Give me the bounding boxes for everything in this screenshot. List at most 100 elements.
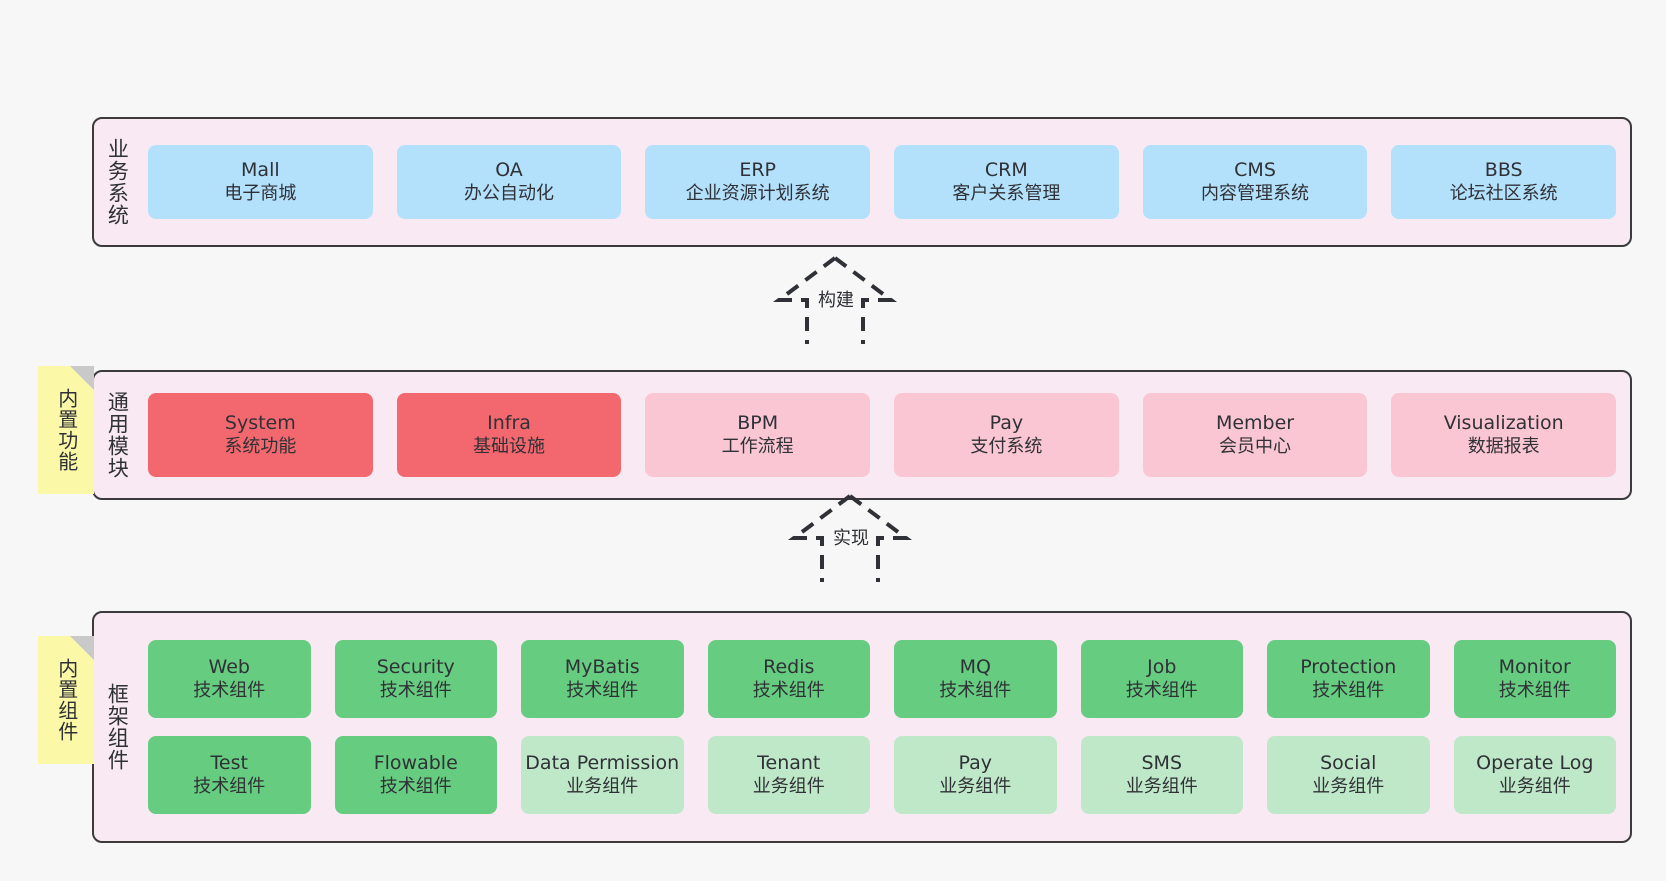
card-title-cn: 业务组件 bbox=[1498, 775, 1571, 797]
card-title-en: Operate Log bbox=[1476, 751, 1594, 774]
note-builtin-features: 内置功能 bbox=[38, 366, 94, 494]
card-social[interactable]: Social 业务组件 bbox=[1267, 736, 1430, 814]
card-pay[interactable]: Pay 支付系统 bbox=[894, 393, 1119, 477]
card-title-en: Mall bbox=[241, 158, 280, 181]
card-title-en: Protection bbox=[1300, 655, 1397, 678]
connector-label-implement: 实现 bbox=[833, 528, 869, 549]
card-protection[interactable]: Protection 技术组件 bbox=[1267, 640, 1430, 718]
card-member[interactable]: Member 会员中心 bbox=[1142, 393, 1368, 477]
card-title-cn: 基础设施 bbox=[473, 435, 545, 457]
card-tenant[interactable]: Tenant 业务组件 bbox=[707, 736, 870, 814]
card-test[interactable]: Test 技术组件 bbox=[148, 736, 311, 814]
card-title-en: Job bbox=[1147, 655, 1177, 678]
card-title-en: BBS bbox=[1484, 158, 1523, 181]
card-title-en: CMS bbox=[1234, 158, 1276, 181]
section-title-business-systems: 业务系统 bbox=[105, 138, 130, 226]
page-fold-icon bbox=[70, 366, 94, 390]
card-flowable[interactable]: Flowable 技术组件 bbox=[334, 736, 497, 814]
card-title-en: BPM bbox=[737, 411, 779, 434]
card-system[interactable]: System 系统功能 bbox=[148, 393, 373, 477]
card-title-cn: 技术组件 bbox=[1125, 679, 1198, 701]
card-title-en: Web bbox=[208, 655, 250, 678]
card-title-cn: 业务组件 bbox=[1125, 775, 1198, 797]
card-title-en: Tenant bbox=[757, 751, 821, 774]
card-title-cn: 客户关系管理 bbox=[952, 182, 1061, 204]
card-title-en: CRM bbox=[984, 158, 1028, 181]
card-title-cn: 业务组件 bbox=[566, 775, 639, 797]
note-label: 内置组件 bbox=[54, 658, 79, 742]
note-builtin-components: 内置组件 bbox=[38, 636, 94, 764]
card-title-cn: 业务组件 bbox=[939, 775, 1012, 797]
card-title-cn: 业务组件 bbox=[1312, 775, 1385, 797]
section-body-business-systems: Mall 电子商城 OA 办公自动化 ERP 企业资源计划系统 CRM 客户关系… bbox=[140, 119, 1630, 245]
page-fold-icon bbox=[70, 636, 94, 660]
note-label: 内置功能 bbox=[54, 388, 79, 472]
card-data-permission[interactable]: Data Permission 业务组件 bbox=[521, 736, 684, 814]
card-title-cn: 技术组件 bbox=[379, 679, 452, 701]
card-sms[interactable]: SMS 业务组件 bbox=[1080, 736, 1243, 814]
card-title-cn: 技术组件 bbox=[566, 679, 639, 701]
card-title-en: Data Permission bbox=[525, 751, 680, 774]
section-common-modules: 通用模块 System 系统功能 Infra 基础设施 BPM 工作流程 Pay… bbox=[92, 370, 1632, 500]
card-web[interactable]: Web 技术组件 bbox=[148, 640, 311, 718]
card-title-cn: 业务组件 bbox=[752, 775, 825, 797]
card-redis[interactable]: Redis 技术组件 bbox=[707, 640, 870, 718]
card-cms[interactable]: CMS 内容管理系统 bbox=[1142, 145, 1368, 219]
card-mall[interactable]: Mall 电子商城 bbox=[148, 145, 373, 219]
card-title-cn: 电子商城 bbox=[224, 182, 297, 204]
card-row: Mall 电子商城 OA 办公自动化 ERP 企业资源计划系统 CRM 客户关系… bbox=[148, 145, 1617, 219]
card-title-en: SMS bbox=[1141, 751, 1182, 774]
card-row: Web 技术组件 Security 技术组件 MyBatis 技术组件 Redi… bbox=[148, 640, 1616, 718]
card-title-en: Member bbox=[1215, 411, 1295, 434]
card-title-en: Pay bbox=[989, 411, 1024, 434]
section-body-framework-components: Web 技术组件 Security 技术组件 MyBatis 技术组件 Redi… bbox=[140, 613, 1630, 841]
section-framework-components: 框架组件 Web 技术组件 Security 技术组件 MyBatis 技术组件… bbox=[92, 611, 1632, 843]
card-title-cn: 技术组件 bbox=[193, 775, 266, 797]
card-title-en: Visualization bbox=[1443, 411, 1564, 434]
card-mybatis[interactable]: MyBatis 技术组件 bbox=[521, 640, 684, 718]
card-crm[interactable]: CRM 客户关系管理 bbox=[894, 145, 1119, 219]
card-security[interactable]: Security 技术组件 bbox=[334, 640, 497, 718]
card-title-en: Social bbox=[1320, 751, 1377, 774]
card-title-en: Redis bbox=[763, 655, 815, 678]
card-erp[interactable]: ERP 企业资源计划系统 bbox=[645, 145, 871, 219]
card-title-en: Test bbox=[210, 751, 248, 774]
card-title-en: Infra bbox=[487, 411, 531, 434]
card-title-cn: 工作流程 bbox=[721, 435, 794, 457]
card-title-cn: 系统功能 bbox=[224, 435, 297, 457]
card-title-cn: 论坛社区系统 bbox=[1449, 182, 1558, 204]
card-operate-log[interactable]: Operate Log 业务组件 bbox=[1453, 736, 1616, 814]
card-title-cn: 技术组件 bbox=[939, 679, 1012, 701]
card-title-en: OA bbox=[495, 158, 523, 181]
card-title-en: Security bbox=[376, 655, 455, 678]
card-title-cn: 技术组件 bbox=[193, 679, 266, 701]
section-title-common-modules: 通用模块 bbox=[105, 391, 130, 479]
card-title-cn: 支付系统 bbox=[970, 435, 1043, 457]
card-visualization[interactable]: Visualization 数据报表 bbox=[1391, 393, 1617, 477]
card-title-cn: 会员中心 bbox=[1219, 435, 1292, 457]
card-monitor[interactable]: Monitor 技术组件 bbox=[1453, 640, 1616, 718]
section-body-common-modules: System 系统功能 Infra 基础设施 BPM 工作流程 Pay 支付系统… bbox=[140, 372, 1630, 498]
card-title-en: Flowable bbox=[373, 751, 458, 774]
card-bbs[interactable]: BBS 论坛社区系统 bbox=[1391, 145, 1617, 219]
card-title-en: MyBatis bbox=[564, 655, 640, 678]
card-row: System 系统功能 Infra 基础设施 BPM 工作流程 Pay 支付系统… bbox=[148, 393, 1617, 477]
card-title-en: Pay bbox=[958, 751, 993, 774]
card-title-en: MQ bbox=[959, 655, 991, 678]
card-infra[interactable]: Infra 基础设施 bbox=[396, 393, 622, 477]
card-row: Test 技术组件 Flowable 技术组件 Data Permission … bbox=[148, 736, 1616, 814]
card-title-cn: 技术组件 bbox=[1498, 679, 1571, 701]
card-job[interactable]: Job 技术组件 bbox=[1080, 640, 1243, 718]
card-title-en: Monitor bbox=[1498, 655, 1571, 678]
card-title-cn: 企业资源计划系统 bbox=[685, 182, 830, 204]
card-oa[interactable]: OA 办公自动化 bbox=[396, 145, 622, 219]
card-pay-business[interactable]: Pay 业务组件 bbox=[894, 736, 1057, 814]
card-mq[interactable]: MQ 技术组件 bbox=[894, 640, 1057, 718]
connector-implement-arrow: 实现 bbox=[775, 494, 925, 582]
card-bpm[interactable]: BPM 工作流程 bbox=[645, 393, 871, 477]
connector-label-build: 构建 bbox=[818, 290, 854, 311]
section-business-systems: 业务系统 Mall 电子商城 OA 办公自动化 ERP 企业资源计划系统 CRM… bbox=[92, 117, 1632, 247]
card-title-cn: 技术组件 bbox=[1312, 679, 1385, 701]
section-title-framework-components: 框架组件 bbox=[105, 683, 130, 771]
